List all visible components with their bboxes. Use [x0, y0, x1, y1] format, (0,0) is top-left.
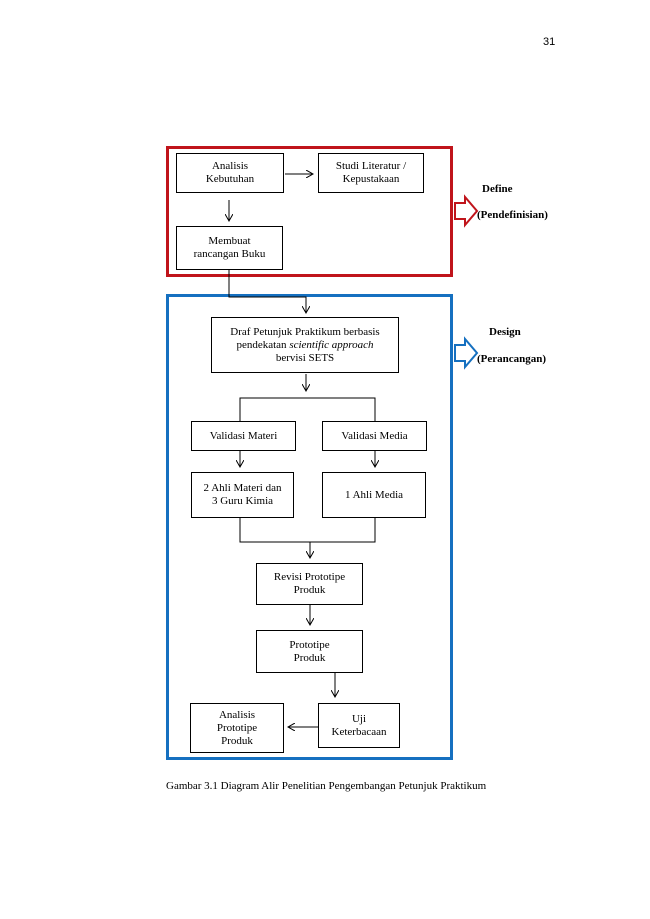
define-title: Define: [482, 183, 513, 195]
define-subtitle: (Pendefinisian): [477, 209, 548, 221]
ahli-media-box: 1 Ahli Media: [322, 472, 426, 518]
uji-keterbacaan-line2: Keterbacaan: [331, 725, 387, 738]
studi-literatur-box: Studi Literatur / Kepustakaan: [318, 153, 424, 193]
revisi-prototipe-line2: Produk: [293, 584, 326, 596]
page-number: 31: [543, 36, 556, 48]
ahli-materi-line1: 2 Ahli Materi dan: [203, 482, 282, 494]
ahli-media-label: 1 Ahli Media: [344, 488, 404, 501]
design-title: Design: [489, 326, 521, 338]
studi-literatur-line1: Studi Literatur /: [335, 160, 407, 172]
draf-line1: Draf Petunjuk Praktikum berbasis: [230, 325, 380, 338]
prototipe-produk-line1: Prototipe: [289, 638, 330, 651]
analisis-prototipe-box: Analisis Prototipe Produk: [190, 703, 284, 753]
analisis-kebutuhan-line1: Analisis: [211, 160, 249, 172]
revisi-prototipe-box: Revisi Prototipe Produk: [256, 563, 363, 605]
validasi-materi-box: Validasi Materi: [191, 421, 296, 451]
analisis-prototipe-line2: Prototipe: [216, 721, 258, 734]
draf-line2-italic: scientific approach: [289, 338, 374, 351]
ahli-materi-box: 2 Ahli Materi dan 3 Guru Kimia: [191, 472, 294, 518]
prototipe-produk-line2: Produk: [293, 651, 326, 664]
uji-keterbacaan-line1: Uji: [351, 712, 367, 725]
draf-line3: bervisi SETS: [275, 351, 335, 364]
arrow-rancangan-to-draf: [228, 270, 306, 313]
define-phase-arrow: [454, 194, 479, 228]
analisis-prototipe-line1: Analisis: [218, 708, 256, 721]
analisis-prototipe-line3: Produk: [221, 734, 253, 747]
define-phase-frame: [166, 146, 453, 277]
design-phase-arrow: [454, 336, 479, 370]
draf-line2-pre: pendekatan: [236, 338, 290, 351]
validasi-media-label: Validasi Media: [341, 429, 408, 442]
split-line: [239, 397, 376, 421]
ahli-materi-line2: 3 Guru Kimia: [211, 495, 274, 507]
analisis-kebutuhan-line2: Kebutuhan: [205, 173, 255, 185]
design-phase-frame: [166, 294, 453, 760]
prototipe-produk-box: Prototipe Produk: [256, 630, 363, 673]
design-subtitle: (Perancangan): [477, 353, 547, 365]
studi-literatur-line2: Kepustakaan: [342, 173, 400, 185]
figure-caption: Gambar 3.1 Diagram Alir Penelitian Penge…: [166, 780, 487, 792]
draf-line2: pendekatan scientific approach: [236, 339, 373, 352]
uji-keterbacaan-box: Uji Keterbacaan: [318, 703, 400, 748]
merge-line: [239, 518, 376, 543]
membuat-rancangan-line1: Membuat: [208, 235, 251, 247]
membuat-rancangan-line2: rancangan Buku: [193, 248, 266, 260]
membuat-rancangan-box: Membuat rancangan Buku: [176, 226, 283, 270]
revisi-prototipe-line1: Revisi Prototipe: [273, 571, 346, 583]
draf-box: Draf Petunjuk Praktikum berbasis pendeka…: [211, 317, 399, 373]
validasi-media-box: Validasi Media: [322, 421, 427, 451]
analisis-kebutuhan-box: Analisis Kebutuhan: [176, 153, 284, 193]
validasi-materi-label: Validasi Materi: [209, 429, 278, 442]
